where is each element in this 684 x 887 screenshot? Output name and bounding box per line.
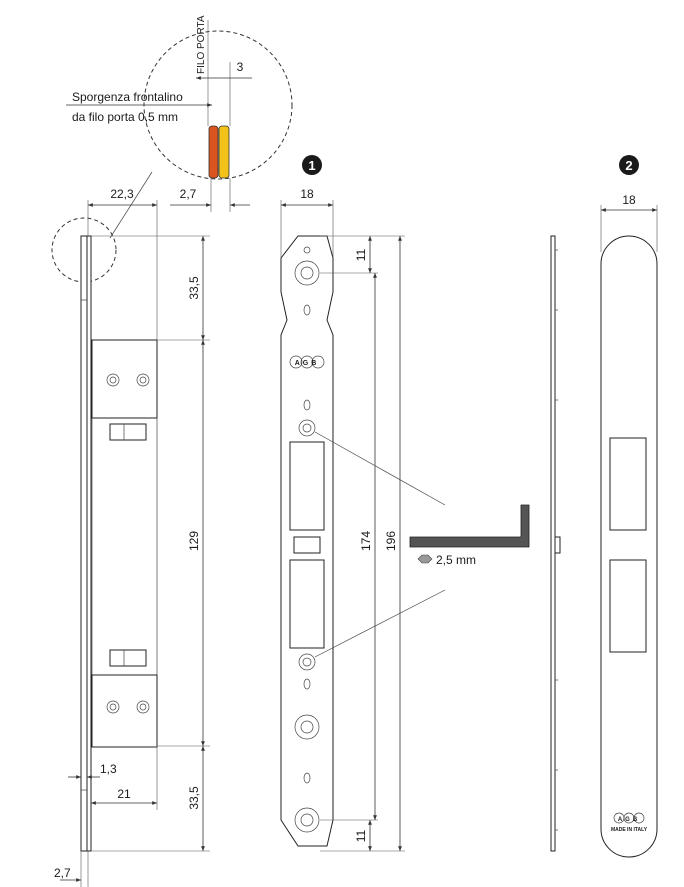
plate-2: 2 AGB MADE IN ITALY 18	[600, 155, 658, 858]
note-line-2: da filo porta 0,5 mm	[72, 110, 178, 124]
orange-strip	[208, 125, 219, 179]
plate-1-dim-174-label: 174	[359, 531, 373, 551]
dim-1-3-label: 1,3	[100, 762, 117, 776]
plate-2-badge-number: 2	[625, 158, 632, 173]
dim-33-5-bottom-label: 33,5	[187, 786, 201, 810]
plate-1-badge-number: 1	[308, 158, 315, 173]
detail-view: 3 FILO PORTA Sporgenza frontalino da fil…	[66, 15, 293, 239]
key-size-label: 2,5 mm	[436, 553, 476, 567]
yellow-strip	[218, 125, 230, 179]
filo-porta-label: FILO PORTA	[196, 15, 207, 74]
plate-2-logo: AGB MADE IN ITALY	[611, 812, 648, 833]
dim-33-5-top-label: 33,5	[187, 276, 201, 300]
plate-2-badge	[619, 155, 639, 175]
dim-22-3-label: 22,3	[110, 187, 134, 201]
plate-2-logo-text: AGB	[618, 817, 640, 823]
hex-key: 2,5 mm	[314, 431, 530, 658]
plate-2-width-label: 18	[622, 193, 636, 207]
hex-key-icon	[409, 504, 530, 548]
hex-icon	[417, 554, 433, 564]
plate-1-logo-text: AGB	[295, 360, 320, 367]
plate-profile-view	[550, 235, 561, 852]
dim-2-7-bottom-label: 2,7	[54, 866, 71, 880]
dim-21-label: 21	[117, 787, 131, 801]
dim-129-label: 129	[187, 531, 201, 551]
made-in-italy-label: MADE IN ITALY	[611, 827, 648, 833]
dim-3-label: 3	[237, 60, 244, 74]
dim-2-7-top-label: 2,7	[180, 187, 197, 201]
plate-1-dim-11-bottom-label: 11	[354, 829, 368, 842]
side-view: 22,3 2,7 33,5 129 33,5 1,3 21 2,7	[51, 178, 250, 887]
plate-1: 1 AGB 18 11 174	[280, 155, 405, 852]
note-line-1: Sporgenza frontalino	[72, 90, 183, 104]
plate-1-badge	[302, 155, 322, 175]
plate-1-dim-11-top-label: 11	[354, 248, 368, 261]
plate-1-dim-196-label: 196	[384, 531, 398, 551]
plate-1-width-label: 18	[300, 187, 314, 201]
plate-1-logo: AGB	[289, 355, 325, 369]
